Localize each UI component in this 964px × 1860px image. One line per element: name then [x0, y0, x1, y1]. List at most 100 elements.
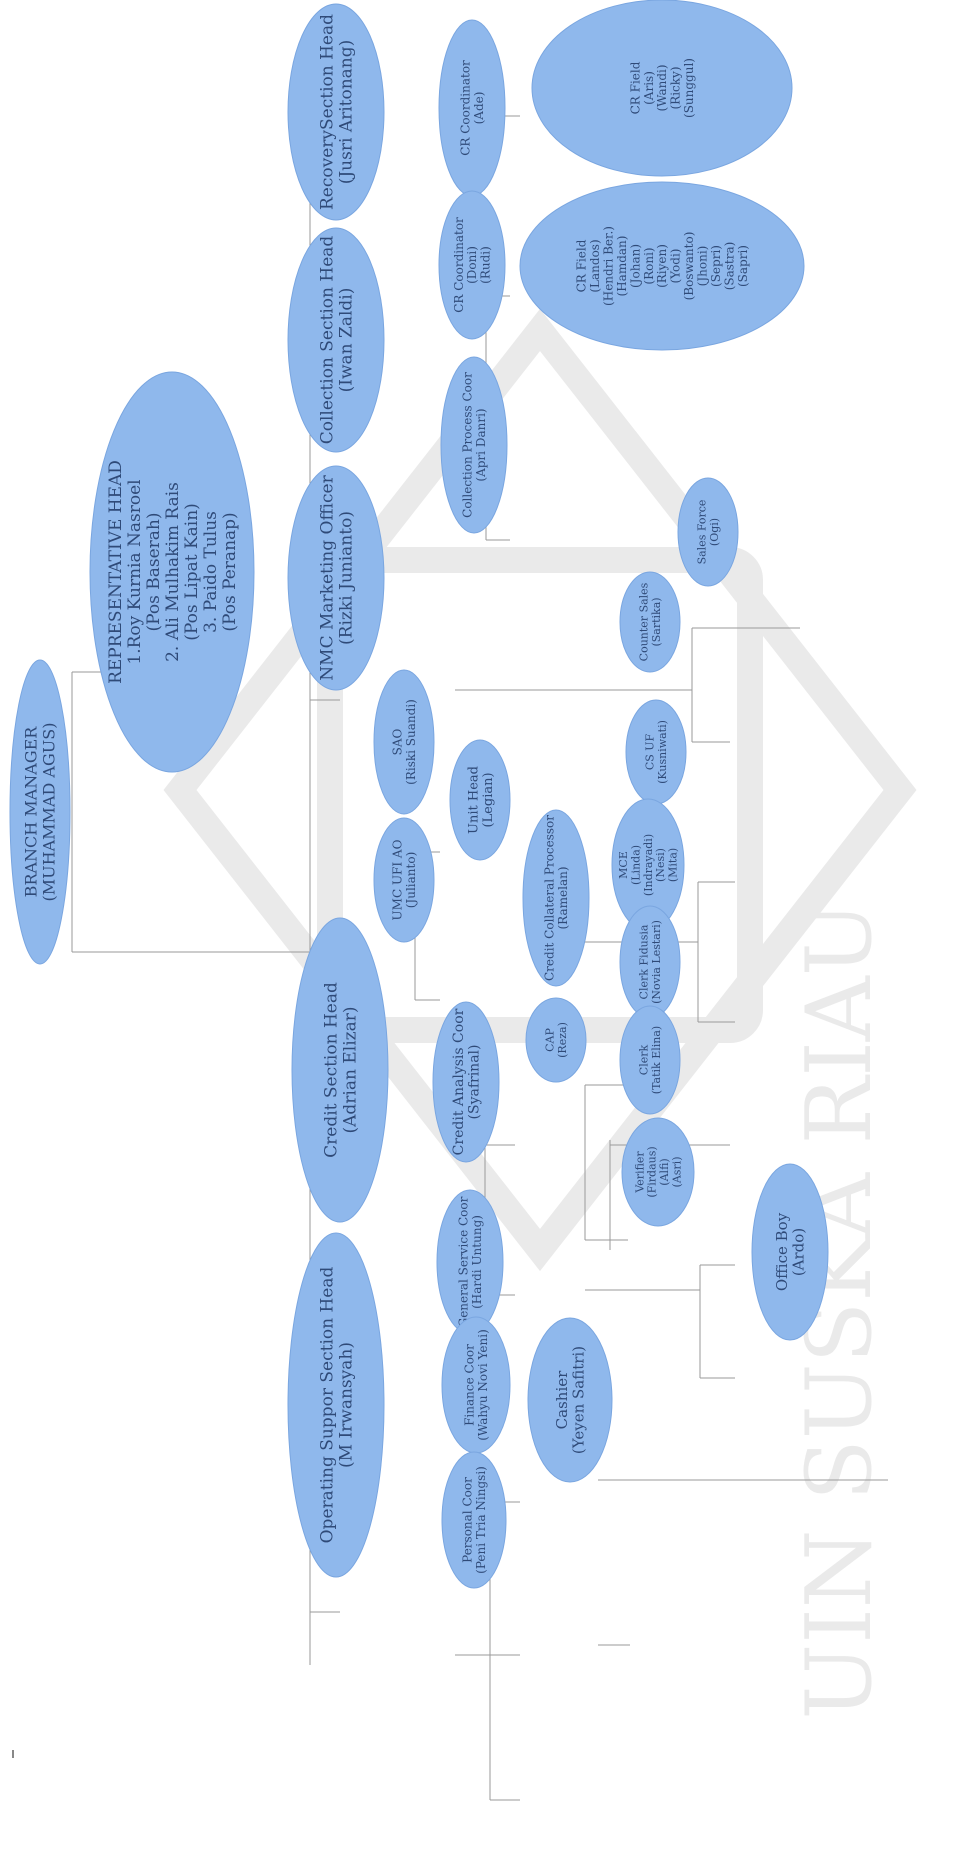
org-node-line: (Aris)	[642, 71, 656, 105]
org-node-label: General Service Coor(Hardi Untung)	[457, 1196, 484, 1327]
org-node-line: (Mita)	[667, 848, 680, 882]
org-node-line: (Kusniwati)	[656, 720, 669, 784]
org-node-line: (Yeyen Safitri)	[570, 1346, 588, 1454]
org-node-line: (Peni Tria Ningsi)	[474, 1466, 488, 1574]
org-node-line: CR Coordinator	[459, 60, 473, 156]
org-node-line: (Ardo)	[790, 1228, 808, 1276]
org-node-line: (Julianto)	[404, 852, 418, 909]
org-node-office-boy: Office Boy(Ardo)	[751, 1163, 829, 1341]
org-node-line: (Rudi)	[479, 246, 493, 284]
org-node-collection-process-coor: Collection Process Coor(Apri Danri)	[440, 356, 508, 534]
org-node-line: (Hardi Untung)	[470, 1215, 484, 1309]
org-node-shape	[449, 739, 511, 861]
org-node-line: (Adrian Elizar)	[341, 1007, 361, 1134]
org-node-label: Collection Section Head(Iwan Zaldi)	[317, 236, 356, 445]
org-node-label: CR Field(Aris)(Wandi)(Ricky)(Sunggul)	[628, 58, 696, 118]
org-node-line: CS UF	[644, 733, 657, 770]
org-node-personal-coor: Personal Coor(Peni Tria Ningsi)	[441, 1451, 507, 1589]
org-node-umc-ufi-ao: UMC UFI AO(Julianto)	[373, 817, 435, 943]
org-node-representative-head: REPRESENTATIVE HEAD1.Roy Kurnia Nasroel(…	[89, 371, 255, 773]
org-node-unit-head: Unit Head(Legian)	[449, 739, 511, 861]
org-node-line: (Pos Baserah)	[144, 513, 164, 632]
org-node-line: (Roni)	[642, 247, 656, 284]
org-node-line: (Wandi)	[655, 64, 669, 111]
org-node-cr-field-1: CR Field(Aris)(Wandi)(Ricky)(Sunggul)	[531, 0, 793, 177]
org-node-line: (Riyen)	[655, 244, 669, 288]
org-node-cr-coordinator-doni: CR Coordinator(Doni)(Rudi)	[438, 190, 506, 340]
org-node-shape	[522, 809, 590, 987]
org-node-line: (Linda)	[630, 845, 643, 885]
org-node-credit-analysis-coor: Credit Analysis Coor(Syafrinal)	[432, 1001, 500, 1163]
org-node-line: (Rizki Junianto)	[337, 511, 357, 645]
org-node-shape	[619, 1005, 681, 1115]
org-node-line: (Doni)	[465, 246, 479, 284]
org-node-line: (Jusri Aritonang)	[337, 40, 357, 185]
org-node-label: Finance Coor(Wahyu Novi Yeni)	[463, 1329, 490, 1441]
org-node-line: REPRESENTATIVE HEAD	[106, 460, 126, 684]
org-node-label: CAP(Reza)	[544, 1022, 569, 1058]
org-node-line: (Boswanto)	[682, 232, 696, 301]
org-node-line: Counter Sales	[638, 582, 651, 661]
org-node-label: Personal Coor(Peni Tria Ningsi)	[461, 1466, 488, 1574]
org-node-line: (Firdaus)	[646, 1146, 659, 1197]
org-node-line: SAO	[391, 728, 405, 755]
org-node-label: REPRESENTATIVE HEAD1.Roy Kurnia Nasroel(…	[106, 460, 240, 684]
org-node-shape	[519, 181, 805, 351]
org-node-line: Operating Suppor Section Head	[317, 1267, 337, 1544]
org-node-line: (Jhoni)	[696, 246, 710, 287]
org-node-line: (Ramelan)	[556, 866, 570, 929]
org-node-line: Credit Analysis Coor	[451, 1008, 467, 1155]
org-node-shape	[287, 3, 385, 221]
org-node-shape	[9, 659, 71, 965]
org-node-line: (Sepri)	[709, 245, 723, 287]
org-node-shape	[677, 477, 739, 587]
org-node-shape	[291, 917, 389, 1223]
org-node-line: MCE	[617, 851, 630, 879]
org-node-label: SAO(Riski Suandi)	[391, 699, 418, 785]
org-node-line: BRANCH MANAGER	[22, 726, 41, 898]
org-node-line: (Ogi)	[708, 518, 721, 546]
org-node-line: CR Field	[628, 61, 642, 114]
org-node-shape	[373, 817, 435, 943]
org-node-sao: SAO(Riski Suandi)	[373, 669, 435, 815]
org-node-line: Cashier	[553, 1370, 571, 1429]
org-node-line: (Nesi)	[654, 848, 667, 882]
org-node-label: Credit Collateral Processor(Ramelan)	[543, 815, 570, 981]
org-node-mce: MCE(Linda)(Indrayadi)(Nesi)(Mita)	[611, 798, 685, 932]
org-node-credit-collateral-processor: Credit Collateral Processor(Ramelan)	[522, 809, 590, 987]
org-node-shape	[619, 571, 681, 673]
org-node-cap: CAP(Reza)	[525, 997, 587, 1083]
org-node-label: BRANCH MANAGER(MUHAMMAD AGUS)	[22, 723, 59, 902]
org-node-cs-uf: CS UF(Kusniwati)	[625, 699, 687, 805]
org-node-label: Collection Process Coor(Apri Danri)	[461, 372, 488, 518]
org-node-line: UMC UFI AO	[391, 839, 405, 920]
org-node-line: Office Boy	[773, 1212, 791, 1291]
org-node-line: (Reza)	[556, 1022, 569, 1058]
org-node-line: (Pos Lipat Kain)	[182, 503, 202, 641]
org-node-line: (Legian)	[481, 772, 496, 827]
org-node-line: Clerk Fidusia	[638, 924, 651, 999]
org-node-label: Clerk Fidusia(Novia Lestari)	[638, 920, 663, 1004]
org-node-shape	[441, 1451, 507, 1589]
org-node-line: (Wahyu Novi Yeni)	[476, 1329, 490, 1441]
org-node-general-service-coor: General Service Coor(Hardi Untung)	[436, 1189, 504, 1335]
org-node-label: Clerk(Tatik Elina)	[638, 1026, 663, 1094]
org-node-line: Unit Head	[466, 766, 481, 834]
org-node-line: (Hamdan)	[615, 236, 629, 297]
org-node-label: Credit Section Head(Adrian Elizar)	[321, 982, 360, 1158]
org-node-line: Sales Force	[696, 500, 709, 565]
org-node-cashier: Cashier(Yeyen Safitri)	[527, 1317, 613, 1483]
scan-mark	[12, 1750, 14, 1758]
org-node-shape	[287, 465, 385, 691]
org-node-line: (Sastra)	[722, 242, 736, 291]
org-node-shape	[621, 1117, 695, 1227]
org-node-line: (Alfi)	[658, 1158, 671, 1185]
org-node-verifier: Verifier(Firdaus)(Alfi)(Asri)	[621, 1117, 695, 1227]
org-node-operating-head: Operating Suppor Section Head(M Irwansya…	[287, 1232, 385, 1578]
org-node-shape	[751, 1163, 829, 1341]
org-node-line: (MUHAMMAD AGUS)	[40, 723, 59, 902]
org-node-shape	[438, 190, 506, 340]
org-node-label: Office Boy(Ardo)	[773, 1212, 808, 1291]
org-node-line: (Apri Danri)	[474, 408, 488, 481]
org-node-line: (Johan)	[628, 244, 642, 288]
